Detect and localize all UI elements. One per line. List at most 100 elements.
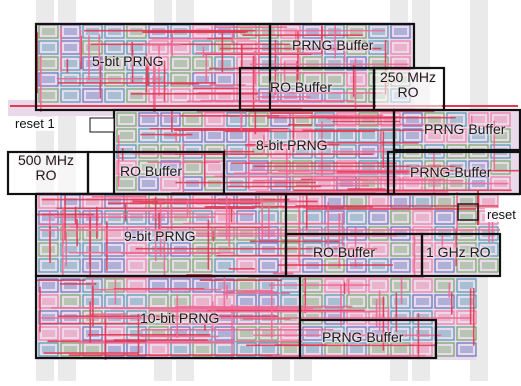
- std-cell-core: [438, 298, 451, 305]
- std-cell-core: [350, 246, 363, 253]
- std-cell-core: [306, 76, 319, 83]
- std-cell-core: [384, 132, 397, 139]
- std-cell-core: [460, 246, 473, 253]
- std-cell-core: [350, 330, 363, 337]
- std-cell-core: [108, 60, 121, 67]
- std-cell: [126, 40, 147, 55]
- std-cell-core: [230, 132, 243, 139]
- std-cell-core: [218, 262, 231, 269]
- std-cell: [368, 242, 389, 257]
- label-ro-250: 250 MHz RO: [376, 70, 440, 100]
- std-cell-core: [262, 246, 275, 253]
- std-cell: [390, 294, 411, 309]
- std-cell-core: [42, 44, 55, 51]
- std-cell: [490, 112, 511, 127]
- std-cell-core: [64, 92, 77, 99]
- std-cell-core: [438, 262, 451, 269]
- std-cell-core: [328, 198, 341, 205]
- std-cell-core: [318, 148, 331, 155]
- std-cell: [490, 128, 511, 143]
- std-cell: [160, 112, 181, 127]
- std-cell: [126, 258, 147, 273]
- std-cell: [368, 210, 389, 225]
- std-cell-core: [164, 164, 177, 171]
- label-ro-buffer-top: RO Buffer: [270, 79, 332, 95]
- std-cell: [192, 242, 213, 257]
- ro-label-bg: [10, 154, 86, 192]
- std-cell-core: [306, 28, 319, 35]
- std-cell: [412, 294, 433, 309]
- std-cell-core: [362, 164, 375, 171]
- std-cell-core: [42, 76, 55, 83]
- std-cell: [434, 242, 455, 257]
- std-cell: [324, 294, 345, 309]
- std-cell-core: [306, 246, 319, 253]
- std-cell-core: [120, 180, 133, 187]
- std-cell-core: [64, 28, 77, 35]
- std-cell: [412, 326, 433, 341]
- std-cell: [434, 258, 455, 273]
- std-cell-core: [284, 76, 297, 83]
- std-cell: [368, 40, 389, 55]
- std-cell-core: [142, 132, 155, 139]
- std-cell-core: [296, 132, 309, 139]
- std-cell-core: [174, 330, 187, 337]
- std-cell: [170, 56, 191, 71]
- std-cell-core: [42, 330, 55, 337]
- std-cell: [192, 56, 213, 71]
- std-cell-core: [42, 230, 55, 237]
- std-cell-core: [328, 92, 341, 99]
- std-cell-core: [306, 346, 319, 353]
- std-cell-core: [340, 164, 353, 171]
- std-cell-core: [306, 330, 319, 337]
- std-cell: [82, 326, 103, 341]
- reset-pin: [457, 203, 479, 221]
- std-cell-core: [208, 180, 221, 187]
- std-cell: [116, 128, 137, 143]
- std-cell: [434, 294, 455, 309]
- std-cell-core: [42, 298, 55, 305]
- std-cell-core: [406, 116, 419, 123]
- std-cell: [170, 242, 191, 257]
- std-cell-core: [262, 76, 275, 83]
- std-cell-core: [306, 92, 319, 99]
- std-cell-core: [108, 92, 121, 99]
- std-cell-core: [394, 28, 407, 35]
- std-cell-core: [252, 132, 265, 139]
- std-cell-core: [262, 92, 275, 99]
- std-cell-core: [494, 116, 507, 123]
- std-cell: [60, 242, 81, 257]
- std-cell-core: [218, 76, 231, 83]
- std-cell-core: [240, 330, 253, 337]
- std-cell-core: [108, 198, 121, 205]
- std-cell: [182, 112, 203, 127]
- std-cell: [38, 226, 59, 241]
- std-cell-core: [416, 282, 429, 289]
- std-cell-core: [394, 282, 407, 289]
- std-cell-core: [438, 346, 451, 353]
- std-cell: [390, 326, 411, 341]
- std-cell: [490, 160, 511, 175]
- std-cell-core: [174, 246, 187, 253]
- std-cell: [314, 128, 335, 143]
- std-cell-core: [450, 132, 463, 139]
- std-cell: [346, 210, 367, 225]
- std-cell: [170, 72, 191, 87]
- std-cell-core: [350, 28, 363, 35]
- ro-500-line: 500 MHz RO: [17, 152, 75, 183]
- std-cell-core: [196, 92, 209, 99]
- std-cell: [82, 88, 103, 103]
- std-cell-core: [394, 262, 407, 269]
- std-cell-core: [494, 132, 507, 139]
- std-cell-core: [130, 92, 143, 99]
- std-cell-core: [328, 76, 341, 83]
- std-cell-core: [174, 262, 187, 269]
- std-cell: [148, 242, 169, 257]
- std-cell-core: [372, 346, 385, 353]
- std-cell-core: [130, 246, 143, 253]
- std-cell-core: [64, 44, 77, 51]
- std-cell: [104, 242, 125, 257]
- std-cell-core: [284, 92, 297, 99]
- std-cell-core: [174, 282, 187, 289]
- label-prng-buffer-right-2: PRNG Buffer: [410, 164, 492, 180]
